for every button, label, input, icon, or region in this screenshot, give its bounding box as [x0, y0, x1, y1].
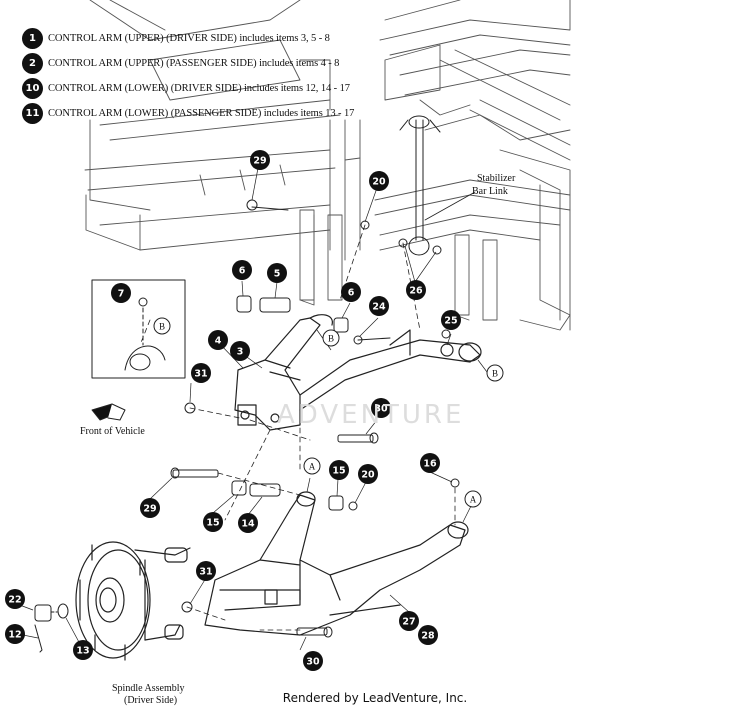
callout-number: 5 — [274, 269, 281, 280]
callout-16: 16 — [420, 453, 440, 473]
callout-number: 14 — [241, 519, 255, 530]
reference-letter: B — [492, 369, 498, 379]
callout-number: 29 — [143, 504, 156, 515]
callout-number: 20 — [361, 470, 375, 481]
lower-control-arm — [204, 491, 469, 636]
legend-text: CONTROL ARM (LOWER) (PASSENGER SIDE) inc… — [48, 108, 355, 119]
callout-24: 24 — [369, 296, 389, 316]
callout-30: 30 — [303, 651, 323, 671]
reference-callout-b: B — [153, 317, 171, 335]
callout-13: 13 — [73, 640, 93, 660]
watermark: ADVENTURE — [277, 400, 464, 430]
callout-number: 7 — [118, 289, 125, 300]
reference-letter: B — [328, 334, 334, 344]
callout-number: 24 — [372, 302, 386, 313]
callout-leaders — [16, 167, 488, 651]
legend-text: CONTROL ARM (LOWER) (DRIVER SIDE) includ… — [48, 83, 350, 94]
stabilizer-leader-line — [424, 191, 476, 221]
callout-12: 12 — [5, 624, 25, 644]
legend-row: 1 CONTROL ARM (UPPER) (DRIVER SIDE) incl… — [22, 26, 382, 51]
legend-row: 10 CONTROL ARM (LOWER) (DRIVER SIDE) inc… — [22, 76, 382, 101]
legend: 1 CONTROL ARM (UPPER) (DRIVER SIDE) incl… — [22, 26, 382, 126]
callout-number: 4 — [215, 336, 222, 347]
legend-number: 10 — [22, 78, 43, 99]
callout-number: 15 — [206, 518, 219, 529]
callout-4: 4 — [208, 330, 228, 350]
stabilizer-label: Stabilizer — [477, 173, 516, 184]
callout-29: 29 — [250, 150, 270, 170]
callout-26: 26 — [406, 280, 426, 300]
letter-callout-layer: B B B A A — [153, 317, 504, 508]
callout-15: 15 — [329, 460, 349, 480]
callout-number: 30 — [374, 404, 388, 415]
reference-callout-a: A — [303, 457, 321, 475]
callout-number: 26 — [409, 286, 423, 297]
callout-number: 31 — [194, 369, 207, 380]
callout-number: 30 — [306, 657, 320, 668]
spindle-assembly — [75, 541, 191, 661]
callout-22: 22 — [5, 589, 25, 609]
legend-text: CONTROL ARM (UPPER) (PASSENGER SIDE) inc… — [48, 58, 340, 69]
footer-credit: Rendered by LeadVenture, Inc. — [282, 691, 468, 705]
callout-number: 3 — [237, 347, 244, 358]
callout-15: 15 — [203, 512, 223, 532]
callout-30: 30 — [371, 398, 391, 418]
callout-31: 31 — [191, 363, 211, 383]
callout-number: 28 — [421, 631, 435, 642]
callout-31: 31 — [196, 561, 216, 581]
bar-link-label: Bar Link — [472, 186, 508, 197]
callout-7: 7 — [111, 283, 131, 303]
assembly-guide-lines — [139, 224, 456, 631]
callout-14: 14 — [238, 513, 258, 533]
legend-number: 11 — [22, 103, 43, 124]
callout-number: 29 — [253, 156, 266, 167]
callout-25: 25 — [441, 310, 461, 330]
legend-text: CONTROL ARM (UPPER) (DRIVER SIDE) includ… — [48, 33, 330, 44]
callout-number: 25 — [444, 316, 457, 327]
callout-number: 12 — [8, 630, 21, 641]
callout-number: 13 — [76, 646, 89, 657]
spindle-assembly-label: Spindle Assembly — [112, 683, 185, 694]
detail-inset-box — [91, 279, 186, 379]
upper-control-arm — [234, 314, 482, 431]
callout-number: 20 — [372, 177, 386, 188]
stabilizer-bar-link — [399, 115, 441, 256]
callout-number: 6 — [348, 288, 355, 299]
reference-letter: A — [309, 462, 316, 472]
reference-callout-a: A — [464, 490, 482, 508]
vehicle-frame — [84, 0, 571, 331]
legend-number: 1 — [22, 28, 43, 49]
callout-6: 6 — [232, 260, 252, 280]
reference-letter: B — [159, 322, 165, 332]
legend-number: 2 — [22, 53, 43, 74]
callout-number: 27 — [402, 617, 415, 628]
callout-number: 6 — [239, 266, 246, 277]
callout-6: 6 — [341, 282, 361, 302]
callout-number: 22 — [8, 595, 21, 606]
driver-side-label: (Driver Side) — [124, 695, 177, 706]
legend-row: 2 CONTROL ARM (UPPER) (PASSENGER SIDE) i… — [22, 51, 382, 76]
hub-fasteners — [34, 603, 69, 653]
callout-29: 29 — [140, 498, 160, 518]
callout-27: 27 — [399, 611, 419, 631]
callout-number: 15 — [332, 466, 345, 477]
callout-number: 31 — [199, 567, 212, 578]
callout-5: 5 — [267, 263, 287, 283]
reference-letter: A — [470, 495, 477, 505]
legend-row: 11 CONTROL ARM (LOWER) (PASSENGER SIDE) … — [22, 101, 382, 126]
callout-layer: 29 20 6 5 6 24 26 25 7 4 3 31 30 16 15 20 29 15 14 31 27 28 22… — [5, 150, 461, 671]
reference-callout-b: B — [486, 364, 504, 382]
reference-callout-b: B — [322, 329, 340, 347]
callout-20: 20 — [369, 171, 389, 191]
callout-3: 3 — [230, 341, 250, 361]
callout-number: 16 — [423, 459, 437, 470]
callout-20: 20 — [358, 464, 378, 484]
callout-28: 28 — [418, 625, 438, 645]
front-of-vehicle-label: Front of Vehicle — [80, 426, 145, 437]
front-arrow-icon — [91, 403, 126, 421]
